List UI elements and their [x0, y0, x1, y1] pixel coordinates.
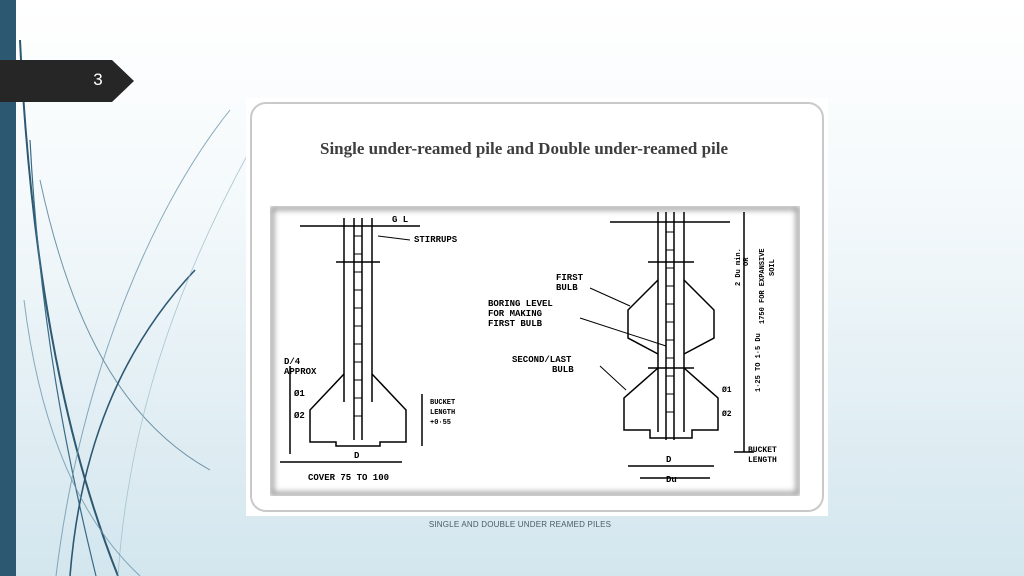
- label-bucket-single-1: BUCKET: [430, 399, 455, 407]
- label-dim-top-4: SOIL: [769, 259, 777, 276]
- label-second-bulb-2: BULB: [552, 365, 574, 375]
- label-dim-spacing: 1·25 TO 1·5 Du: [755, 333, 763, 392]
- pile-diagram: G L STIRRUPS D/4 APPROX Ø1 Ø2 D COVER 75…: [270, 206, 800, 496]
- label-stirrups: STIRRUPS: [414, 235, 458, 245]
- slide-footer: SINGLE AND DOUBLE UNDER REAMED PILES: [428, 520, 612, 529]
- label-phi2-double: Ø2: [722, 410, 732, 419]
- label-approx: APPROX: [284, 367, 317, 377]
- label-phi1-single: Ø1: [294, 389, 305, 399]
- figure-title: Single under-reamed pile and Double unde…: [320, 139, 729, 158]
- label-dim-top-1: 2 Du min.: [735, 248, 743, 286]
- label-boring-3: FIRST BULB: [488, 319, 543, 329]
- slide-number: 3: [93, 70, 103, 89]
- label-first-bulb-2: BULB: [556, 283, 578, 293]
- label-cover: COVER 75 TO 100: [308, 473, 389, 483]
- label-bucket-double-1: BUCKET: [748, 446, 777, 455]
- figure-card: Single under-reamed pile and Double unde…: [250, 102, 824, 512]
- decorative-lines: [19, 39, 251, 576]
- label-d4: D/4: [284, 357, 301, 367]
- figure-image: Single under-reamed pile and Double unde…: [246, 98, 828, 516]
- slide-number-tab: [0, 60, 134, 102]
- label-boring-2: FOR MAKING: [488, 309, 542, 319]
- label-first-bulb-1: FIRST: [556, 273, 584, 283]
- label-dim-top-3: 1750 FOR EXPANSIVE: [759, 248, 767, 324]
- label-d-double: D: [666, 455, 672, 465]
- label-dim-top-2: OR: [743, 257, 751, 266]
- label-du: Du: [666, 475, 677, 485]
- label-bucket-single-value: +0·55: [430, 419, 451, 427]
- label-d-single: D: [354, 451, 360, 461]
- label-gl: G L: [392, 215, 408, 225]
- left-accent-bar: [0, 0, 16, 576]
- label-second-bulb-1: SECOND/LAST: [512, 355, 572, 365]
- label-phi1-double: Ø1: [722, 386, 732, 395]
- label-boring-1: BORING LEVEL: [488, 299, 553, 309]
- label-bucket-single-2: LENGTH: [430, 409, 455, 417]
- label-bucket-double-2: LENGTH: [748, 456, 777, 465]
- label-phi2-single: Ø2: [294, 411, 305, 421]
